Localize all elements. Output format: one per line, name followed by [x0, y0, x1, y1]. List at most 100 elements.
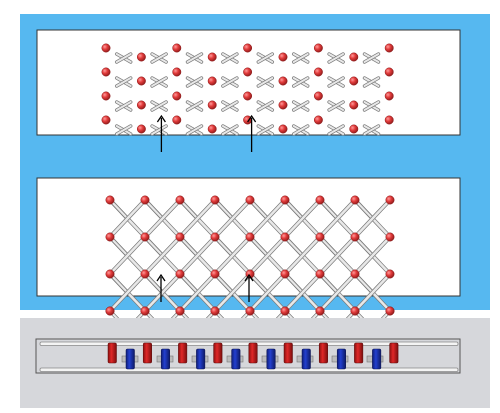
red-sphere-node-icon [207, 76, 217, 86]
red-pillar-icon [248, 342, 258, 364]
red-sphere-node-icon [105, 306, 115, 316]
red-sphere-node-icon [175, 195, 185, 205]
red-sphere-node-icon [101, 115, 111, 125]
red-sphere-node-icon [385, 232, 395, 242]
red-sphere-node-icon [280, 306, 290, 316]
strut-icon [115, 53, 132, 63]
red-sphere-node-icon [315, 232, 325, 242]
strut-icon [353, 272, 392, 313]
red-sphere-node-icon [172, 91, 182, 101]
red-sphere-node-icon [207, 124, 217, 134]
red-sphere-node-icon [385, 269, 395, 279]
up-arrow-head-icon [244, 273, 254, 282]
red-sphere-node-icon [280, 269, 290, 279]
strut-icon [213, 235, 252, 276]
red-sphere-node-icon [384, 115, 394, 125]
red-sphere-node-icon [350, 306, 360, 316]
red-sphere-node-icon [350, 269, 360, 279]
rail-frame [35, 338, 461, 374]
strut-icon [115, 125, 132, 135]
strut-icon [186, 101, 203, 111]
red-sphere-node-icon [315, 195, 325, 205]
red-sphere-node-icon [385, 306, 395, 316]
strut-icon [151, 101, 168, 111]
strut-icon [213, 272, 252, 313]
red-pillar-icon [107, 342, 117, 364]
red-sphere-node-icon [210, 195, 220, 205]
strut-icon [292, 77, 309, 87]
strut-icon [248, 198, 287, 239]
red-sphere-node-icon [350, 232, 360, 242]
strut-icon [108, 272, 147, 313]
strut-icon [213, 198, 252, 239]
red-sphere-node-icon [136, 52, 146, 62]
strut-icon [186, 53, 203, 63]
up-arrow-head-icon [247, 114, 257, 123]
strut-icon [328, 53, 345, 63]
red-sphere-node-icon [315, 269, 325, 279]
strut-icon [328, 101, 345, 111]
strut-icon [257, 53, 274, 63]
red-sphere-node-icon [101, 67, 111, 77]
strut-icon [363, 53, 380, 63]
strut-icon [186, 77, 203, 87]
strut-icon [283, 235, 322, 276]
strut-icon [151, 77, 168, 87]
strut-icon [221, 101, 238, 111]
strut-icon [108, 235, 147, 276]
red-sphere-node-icon [210, 306, 220, 316]
red-sphere-node-icon [140, 232, 150, 242]
strut-icon [363, 125, 380, 135]
sparse-lattice-group [101, 43, 394, 152]
blue-pillar-icon [160, 348, 170, 370]
strut-icon [143, 272, 182, 313]
red-sphere-node-icon [136, 124, 146, 134]
strut-icon [143, 198, 182, 239]
red-sphere-node-icon [101, 91, 111, 101]
strut-icon [318, 272, 357, 313]
red-sphere-node-icon [243, 67, 253, 77]
red-sphere-node-icon [245, 306, 255, 316]
red-sphere-node-icon [243, 91, 253, 101]
red-sphere-node-icon [207, 100, 217, 110]
red-sphere-node-icon [384, 43, 394, 53]
red-pillar-icon [213, 342, 223, 364]
strut-icon [257, 125, 274, 135]
strut-icon [292, 101, 309, 111]
red-sphere-node-icon [245, 232, 255, 242]
blue-pillar-icon [301, 348, 311, 370]
strut-icon [292, 53, 309, 63]
red-sphere-node-icon [278, 124, 288, 134]
red-sphere-node-icon [313, 115, 323, 125]
red-sphere-node-icon [280, 195, 290, 205]
red-sphere-node-icon [245, 195, 255, 205]
red-sphere-node-icon [313, 43, 323, 53]
red-sphere-node-icon [101, 43, 111, 53]
strut-icon [186, 125, 203, 135]
strut-icon [248, 272, 287, 313]
strut-icon [178, 198, 217, 239]
pillar-side-view-group [35, 338, 461, 374]
strut-icon [151, 53, 168, 63]
strut-icon [108, 198, 147, 239]
red-sphere-node-icon [278, 52, 288, 62]
red-sphere-node-icon [136, 100, 146, 110]
red-sphere-node-icon [105, 195, 115, 205]
red-sphere-node-icon [313, 91, 323, 101]
red-pillar-icon [354, 342, 364, 364]
strut-icon [115, 101, 132, 111]
strut-icon [257, 77, 274, 87]
red-sphere-node-icon [172, 43, 182, 53]
red-sphere-node-icon [172, 115, 182, 125]
red-sphere-node-icon [136, 76, 146, 86]
strut-icon [328, 77, 345, 87]
strut-icon [283, 272, 322, 313]
red-pillar-icon [318, 342, 328, 364]
strut-icon [328, 125, 345, 135]
red-sphere-node-icon [140, 269, 150, 279]
red-pillar-icon [283, 342, 293, 364]
strut-icon [353, 235, 392, 276]
red-sphere-node-icon [350, 195, 360, 205]
